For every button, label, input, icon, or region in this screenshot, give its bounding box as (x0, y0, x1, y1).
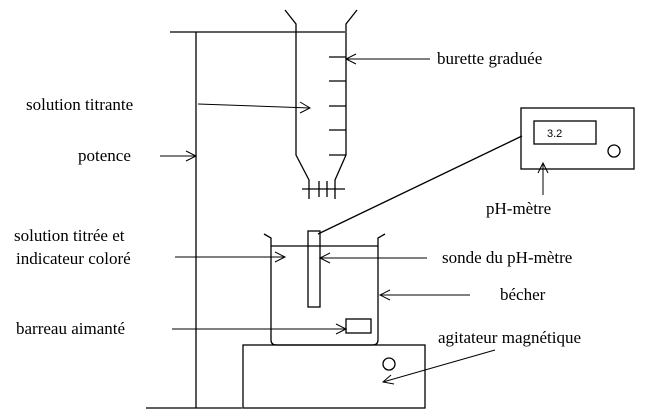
arrow-stirrer (382, 349, 496, 383)
ph-meter: 3.2 (520, 107, 635, 170)
arrow-titrant (197, 103, 311, 109)
label-titrant: solution titrante (26, 95, 133, 114)
beaker (263, 233, 386, 346)
stand (146, 31, 345, 409)
label-probe: sonde du pH-mètre (442, 248, 572, 267)
label-stand: potence (78, 146, 131, 165)
burette-right-wall (334, 9, 358, 199)
probe-cable (317, 135, 523, 235)
label-arrows (160, 53, 549, 385)
label-titrated-line1: solution titrée et (14, 226, 125, 245)
label-ph-meter: pH-mètre (486, 199, 551, 218)
magnetic-stirrer (242, 344, 426, 409)
label-stirrer: agitateur magnétique (438, 328, 581, 347)
burette-graduations (329, 56, 346, 156)
label-stir-bar: barreau aimanté (16, 319, 125, 338)
ph-meter-knob (607, 144, 621, 158)
ph-meter-body (520, 107, 635, 170)
ph-meter-display (533, 120, 597, 145)
stirrer-body (242, 344, 426, 409)
label-titrated-line2: indicateur coloré (16, 249, 131, 268)
label-burette: burette graduée (437, 49, 542, 68)
burette-stopcock (302, 181, 345, 197)
beaker-outline (263, 233, 386, 346)
stir-bar (345, 318, 372, 334)
burette-left-wall (284, 9, 310, 199)
ph-meter-reading: 3.2 (547, 128, 562, 140)
burette (284, 9, 358, 199)
ph-probe (307, 230, 321, 308)
labels: burette graduée solution titrante potenc… (14, 49, 581, 347)
stirrer-knob (382, 357, 396, 371)
label-beaker: bécher (500, 285, 546, 304)
